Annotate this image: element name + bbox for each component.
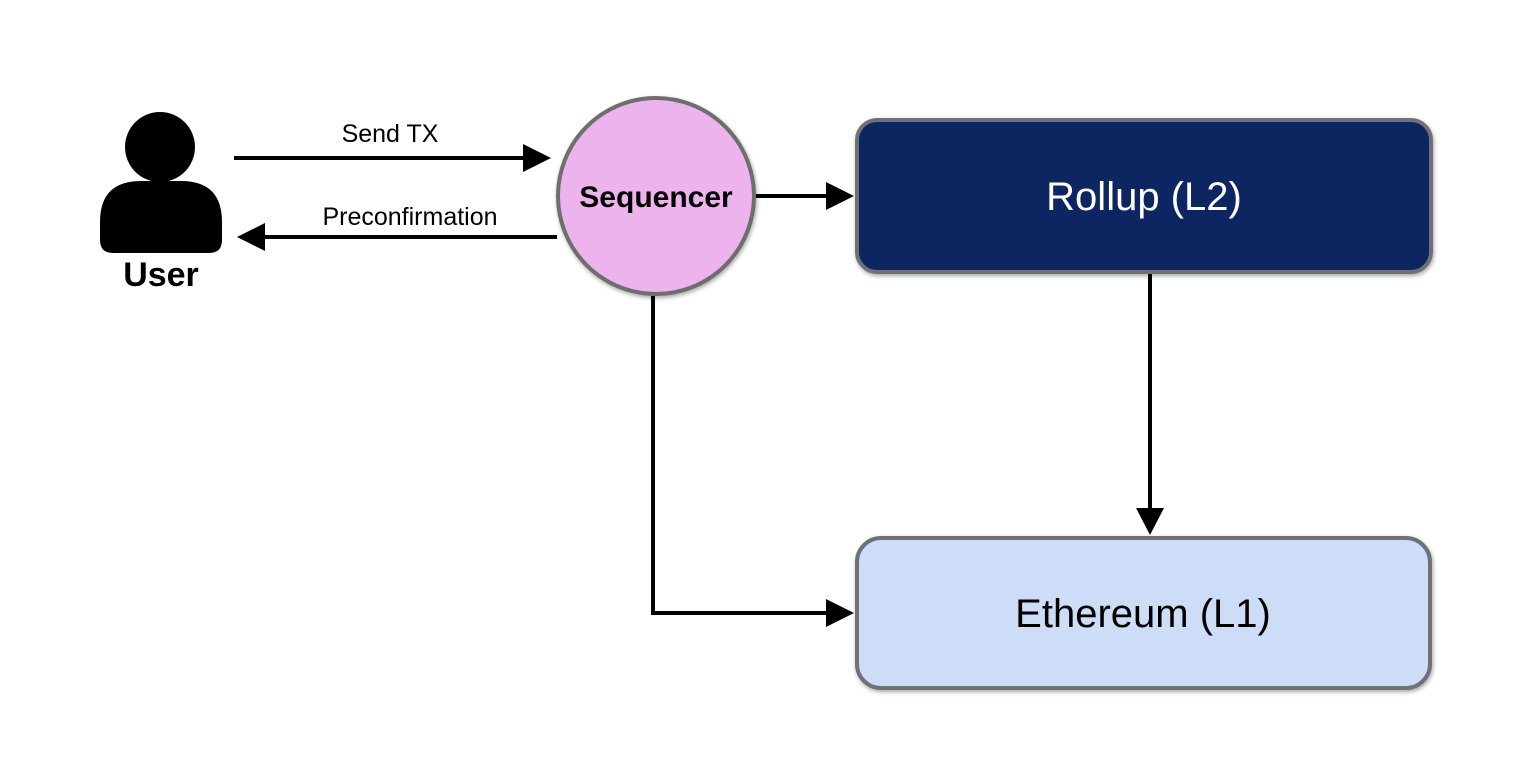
- user-head: [125, 112, 195, 182]
- user-icon: [100, 112, 222, 253]
- send-tx-arrowhead-icon: [523, 144, 551, 172]
- edge-user-to-sequencer: Send TX: [234, 120, 551, 172]
- edge-sequencer-to-user: Preconfirmation: [237, 203, 557, 251]
- rollup-label: Rollup (L2): [1046, 175, 1242, 219]
- ethereum-node: [855, 536, 1432, 690]
- sequencer-ethereum-arrowhead-icon: [826, 599, 854, 627]
- preconfirmation-label: Preconfirmation: [322, 203, 497, 231]
- ethereum-label: Ethereum (L1): [1015, 592, 1271, 636]
- edge-rollup-to-ethereum: [1136, 274, 1164, 535]
- sequencer-rollup-arrowhead-icon: [826, 182, 854, 210]
- user-body: [100, 181, 222, 253]
- edge-sequencer-to-rollup: [756, 182, 854, 210]
- sequencer-node: [556, 96, 756, 296]
- send-tx-label: Send TX: [342, 120, 439, 148]
- edge-sequencer-to-ethereum: [651, 296, 854, 627]
- sequencer-ethereum-elbow-line: [651, 296, 827, 615]
- rollup-node: [855, 118, 1433, 274]
- sequencer-label: Sequencer: [579, 181, 733, 214]
- preconfirmation-arrowhead-icon: [237, 223, 265, 251]
- user-label: User: [123, 256, 199, 294]
- rollup-ethereum-arrowhead-icon: [1136, 508, 1164, 535]
